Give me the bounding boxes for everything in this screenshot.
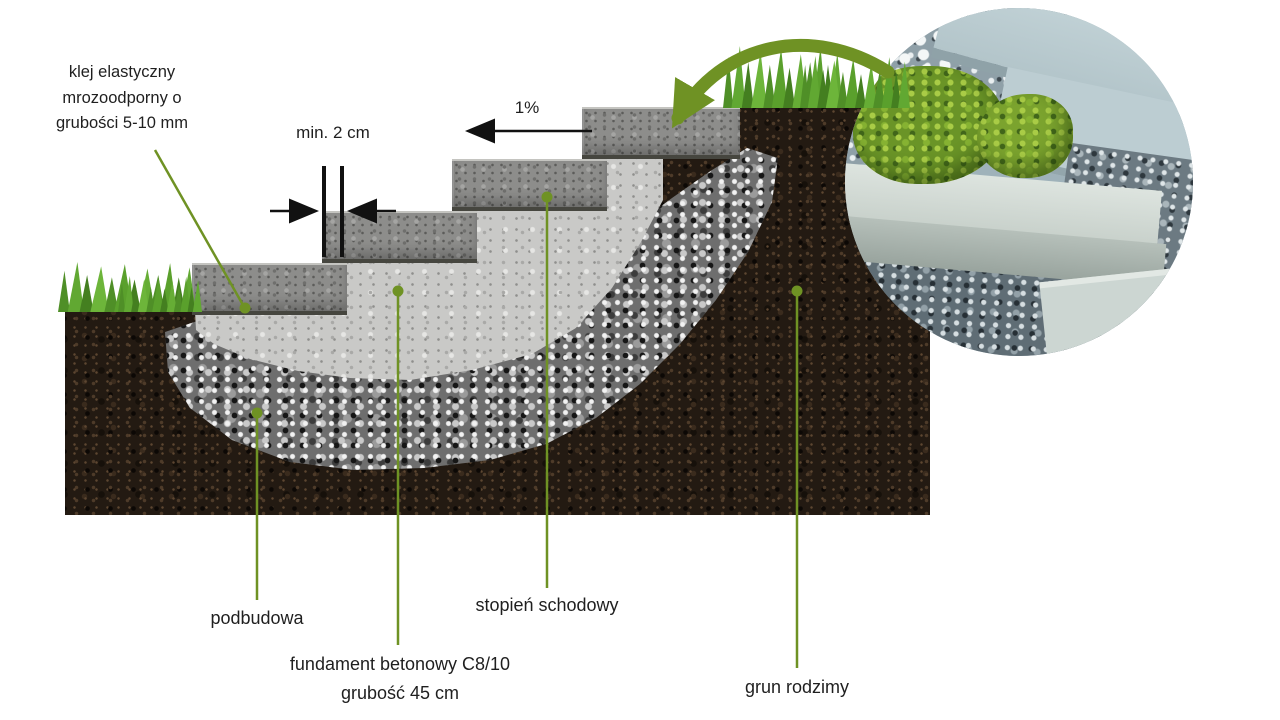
label-adhesive: klej elastyczny mrozoodporny o grubości … (26, 60, 218, 137)
label-foundation: fundament betonowy C8/10 grubość 45 cm (258, 650, 542, 708)
label-min-gap: min. 2 cm (296, 123, 370, 142)
label-foundation-line2: grubość 45 cm (340, 682, 460, 703)
stair-tread-4 (582, 107, 740, 159)
stair-tread-1 (192, 263, 347, 315)
grass-tuft-top-2 (800, 56, 910, 108)
label-adhesive-line3: grubości 5-10 mm (55, 114, 189, 133)
label-foundation-line1: fundament betonowy C8/10 (289, 654, 511, 674)
label-subbase: podbudowa (210, 608, 304, 628)
label-adhesive-line1: klej elastyczny (68, 63, 176, 81)
photo-bush-small (977, 94, 1073, 178)
grass-tuft-left-small (118, 276, 202, 312)
label-step: stopień schodowy (475, 595, 619, 615)
stair-tread-2 (322, 211, 477, 263)
label-native-soil: grun rodzimy (744, 677, 850, 697)
stair-tread-3 (452, 159, 607, 211)
label-adhesive-line2: mrozoodporny o (62, 88, 182, 107)
label-slope: 1% (514, 98, 540, 117)
photo-inset (845, 8, 1193, 356)
